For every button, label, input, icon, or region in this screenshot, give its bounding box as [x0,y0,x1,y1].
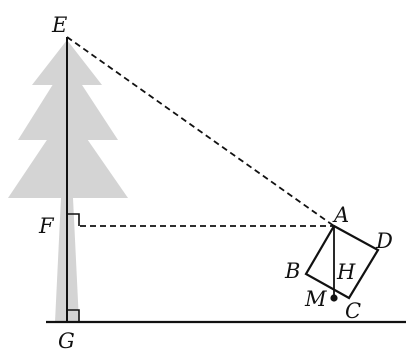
square-ABCD [304,224,380,300]
right-angle-G [67,309,80,322]
dashed-line-EA [66,36,335,227]
label-M: M [304,287,327,311]
label-A: A [332,203,349,227]
label-H: H [336,260,356,284]
label-D: D [375,229,393,253]
label-G: G [58,329,75,352]
label-B: B [284,259,300,283]
label-C: C [345,299,361,323]
right-angle-F [67,213,80,226]
label-E: E [51,13,67,37]
label-F: F [38,214,55,238]
plumb-bob-M [330,294,338,302]
